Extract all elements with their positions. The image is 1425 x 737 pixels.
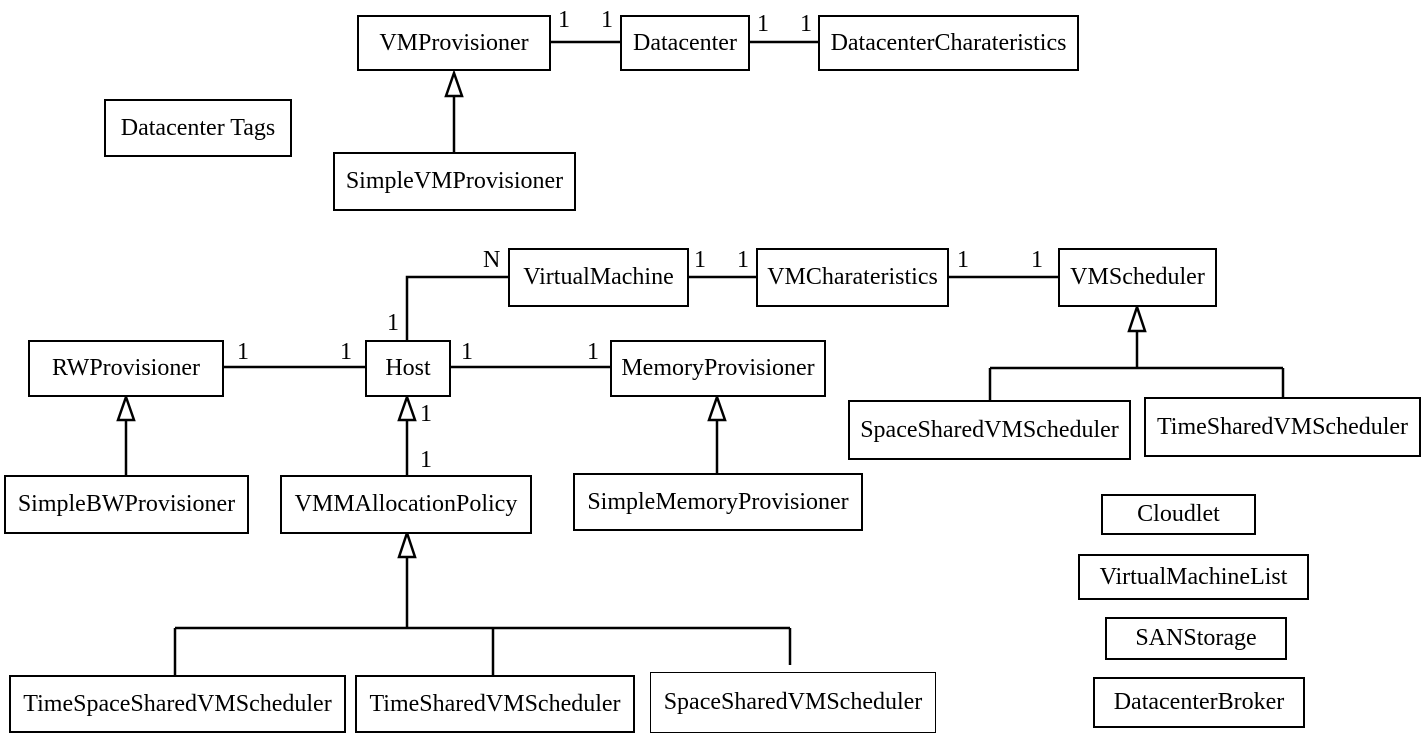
multiplicity-label: 1 xyxy=(461,339,473,365)
class-label: Cloudlet xyxy=(1137,501,1220,527)
class-label: SimpleMemoryProvisioner xyxy=(587,488,849,515)
class-label: SpaceSharedVMScheduler xyxy=(663,689,923,715)
class-vmcharateristics: VMCharateristics xyxy=(756,248,949,307)
inherit-arrowhead-vmprovisioner xyxy=(444,69,464,98)
class-timesharedvmscheduler-right: TimeSharedVMScheduler xyxy=(1144,397,1421,457)
class-sanstorage: SANStorage xyxy=(1105,617,1287,660)
multiplicity-label: 1 xyxy=(237,339,249,365)
class-label: SimpleVMProvisioner xyxy=(345,168,564,194)
class-timespacesharedvmscheduler: TimeSpaceSharedVMScheduler xyxy=(9,675,346,733)
class-label: Datacenter Tags xyxy=(120,114,276,141)
multiplicity-label: 1 xyxy=(387,310,399,336)
inherit-arrowhead-vmmallocationpolicy xyxy=(397,529,417,559)
class-label: Host xyxy=(385,355,431,381)
multiplicity-label: 1 xyxy=(340,339,352,365)
class-simplebwprovisioner: SimpleBWProvisioner xyxy=(4,475,249,534)
inherit-arrowhead-host xyxy=(397,393,417,422)
class-spacesharedvmscheduler-right: SpaceSharedVMScheduler xyxy=(848,400,1131,460)
multiplicity-label: 1 xyxy=(587,339,599,365)
class-label: DatacenterCharateristics xyxy=(830,29,1067,56)
class-label: DatacenterBroker xyxy=(1113,689,1285,715)
inherit-arrowhead-vmscheduler xyxy=(1127,303,1147,333)
assoc-host-virtualmachine xyxy=(405,275,508,340)
class-vmmallocationpolicy: VMMAllocationPolicy xyxy=(280,475,532,534)
class-label: Datacenter xyxy=(633,29,737,56)
multiplicity-label: 1 xyxy=(420,447,432,473)
class-cloudlet: Cloudlet xyxy=(1101,494,1256,535)
class-label: SANStorage xyxy=(1135,625,1257,651)
class-label: VMMAllocationPolicy xyxy=(294,491,518,517)
class-datacenter-tags: Datacenter Tags xyxy=(104,99,292,157)
class-virtualmachine: VirtualMachine xyxy=(508,248,689,307)
multiplicity-label: 1 xyxy=(420,401,432,427)
class-simplevmprovisioner: SimpleVMProvisioner xyxy=(333,152,576,211)
multiplicity-label: 1 xyxy=(800,11,812,37)
class-host: Host xyxy=(365,340,451,397)
multiplicity-label: 1 xyxy=(694,247,706,273)
class-virtualmachinelist: VirtualMachineList xyxy=(1078,554,1309,600)
class-datacenterbroker: DatacenterBroker xyxy=(1093,677,1305,728)
inherit-arrowhead-rwprovisioner xyxy=(116,393,136,422)
class-label: SpaceSharedVMScheduler xyxy=(860,416,1119,443)
class-label: VMScheduler xyxy=(1070,264,1205,290)
class-label: VirtualMachineList xyxy=(1099,563,1288,590)
class-datacentercharateristics: DatacenterCharateristics xyxy=(818,15,1079,71)
class-label: TimeSharedVMScheduler xyxy=(1156,413,1409,440)
class-label: SimpleBWProvisioner xyxy=(17,491,236,517)
class-label: VirtualMachine xyxy=(523,264,674,290)
class-label: VMCharateristics xyxy=(767,264,938,290)
class-label: MemoryProvisioner xyxy=(621,355,815,381)
class-label: RWProvisioner xyxy=(52,355,200,381)
class-spacesharedvmscheduler-bottom: SpaceSharedVMScheduler xyxy=(650,672,936,733)
multiplicity-label: 1 xyxy=(601,7,613,33)
class-memoryprovisioner: MemoryProvisioner xyxy=(610,340,826,397)
multiplicity-label: 1 xyxy=(737,247,749,273)
class-label: VMProvisioner xyxy=(379,29,529,56)
multiplicity-label: 1 xyxy=(558,7,570,33)
class-datacenter: Datacenter xyxy=(620,15,750,71)
class-rwprovisioner: RWProvisioner xyxy=(28,340,224,397)
class-vmprovisioner: VMProvisioner xyxy=(357,15,551,71)
multiplicity-label: 1 xyxy=(757,11,769,37)
class-simplememoryprovisioner: SimpleMemoryProvisioner xyxy=(573,473,863,531)
class-label: TimeSpaceSharedVMScheduler xyxy=(23,690,332,717)
multiplicity-label: 1 xyxy=(1031,247,1043,273)
multiplicity-label: 1 xyxy=(957,247,969,273)
multiplicity-label: N xyxy=(483,247,501,273)
class-timesharedvmscheduler-bottom: TimeSharedVMScheduler xyxy=(355,675,635,733)
class-label: TimeSharedVMScheduler xyxy=(369,690,621,717)
class-vmscheduler: VMScheduler xyxy=(1058,248,1217,307)
inherit-arrowhead-memoryprovisioner xyxy=(707,393,727,422)
